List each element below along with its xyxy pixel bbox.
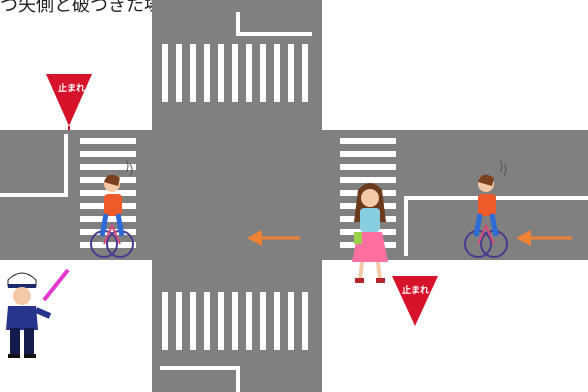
stop-sign-label: 止まれ — [402, 284, 429, 296]
arrow-left-icon — [247, 230, 300, 246]
stop-sign-icon: 止まれ — [46, 74, 92, 130]
crosswalk-bottom — [162, 292, 308, 350]
police-officer-icon — [6, 270, 68, 358]
cyclist-icon — [465, 160, 507, 257]
stop-sign-label: 止まれ — [58, 82, 85, 94]
stop-sign-icon: 止まれ — [392, 276, 438, 326]
curb-corners — [130, 108, 344, 282]
crosswalk-top — [162, 44, 308, 102]
arrow-left-icon — [516, 230, 572, 246]
